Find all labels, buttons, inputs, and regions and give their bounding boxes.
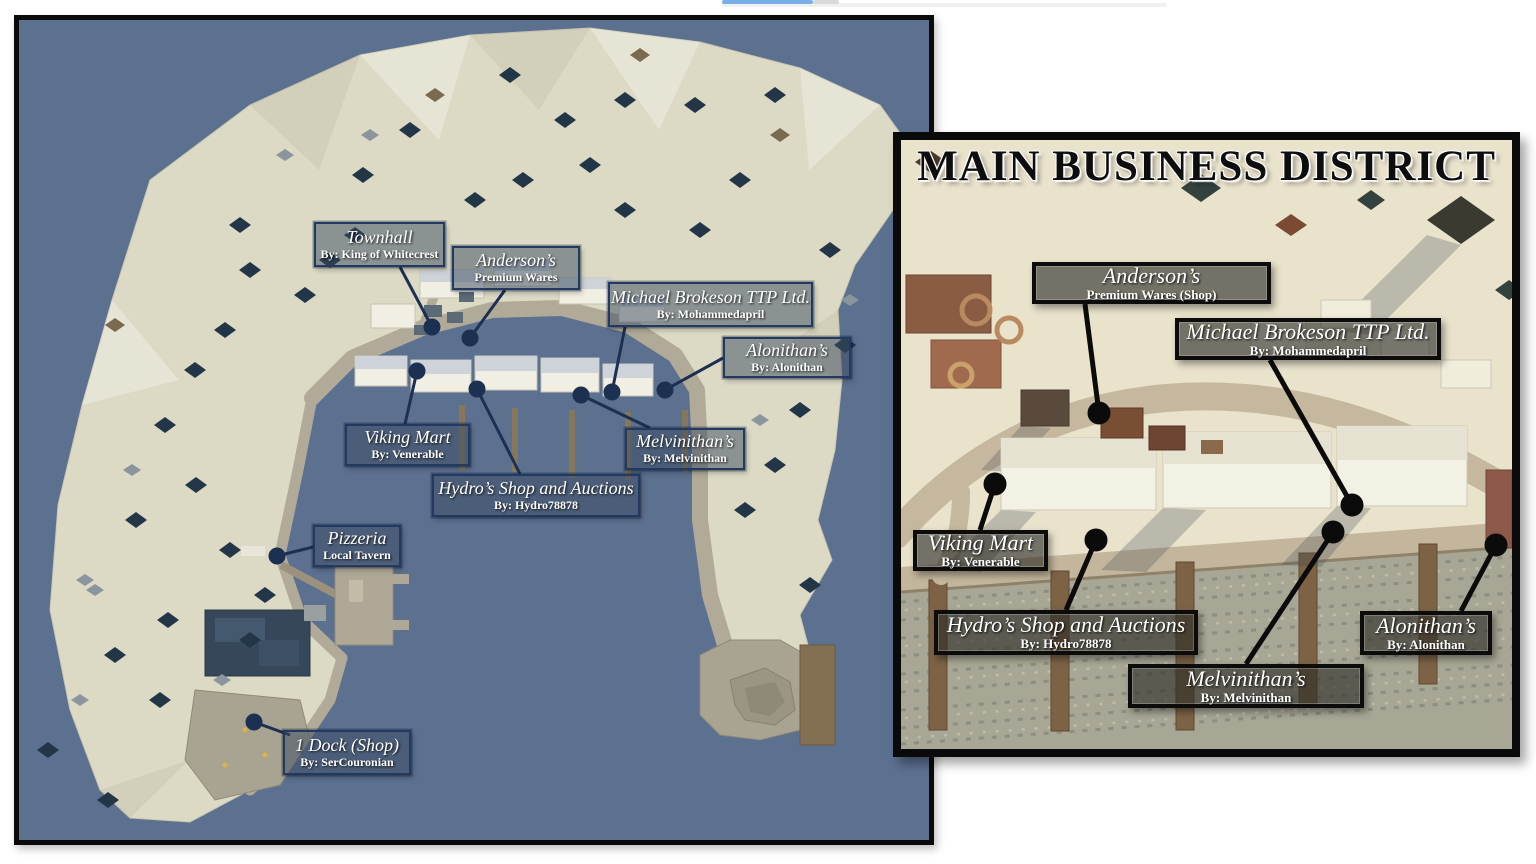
- label-subtitle: By: Melvinithan: [1200, 689, 1292, 705]
- label-subtitle: By: Alonithan: [751, 359, 823, 374]
- horizontal-scrollbar-fragment: [722, 0, 1168, 8]
- inset-label-alonithans: Alonithan’s By: Alonithan: [1360, 611, 1492, 655]
- quay-edge: [901, 545, 1512, 594]
- label-title: Michael Brokeson TTP Ltd.: [611, 286, 810, 307]
- label-subtitle: Premium Wares: [474, 270, 558, 284]
- pizzeria-dock: [241, 546, 409, 646]
- inset-title: MAIN BUSINESS DISTRICT: [917, 143, 1496, 190]
- label-subtitle: By: Alonithan: [1387, 636, 1465, 652]
- leader-inset-alonithans: [1458, 543, 1499, 613]
- label-title: Hydro’s Shop and Auctions: [946, 612, 1186, 638]
- inset-label-hydros: Hydro’s Shop and Auctions By: Hydro78878: [934, 610, 1198, 655]
- map-label-viking-mart: Viking Mart By: Venerable: [345, 424, 470, 466]
- leader-inset-andersons: [1082, 303, 1102, 414]
- label-subtitle: By: Hydro78878: [493, 497, 579, 512]
- spiral-fort: [699, 639, 836, 746]
- map-label-dock: 1 Dock (Shop) By: SerCouronian: [283, 730, 411, 775]
- dot-inset-melvinithans: [1321, 520, 1345, 544]
- label-title: Alonithan’s: [746, 339, 828, 360]
- manor-building: [204, 605, 326, 677]
- leader-inset-melvinithans: [1243, 530, 1336, 666]
- label-title: 1 Dock (Shop): [295, 734, 399, 755]
- dot-melvinithans: [572, 386, 590, 404]
- label-subtitle: By: Mohammedapril: [1249, 342, 1367, 358]
- label-title: Townhall: [346, 226, 413, 247]
- label-subtitle: By: Venerable: [371, 447, 444, 461]
- leader-andersons: [468, 289, 507, 339]
- inset-trees: [915, 151, 1512, 300]
- inset-label-viking-mart: Viking Mart By: Venerable: [913, 530, 1048, 571]
- quay-road: [901, 522, 1512, 593]
- dot-inset-hydros: [1084, 528, 1108, 552]
- label-subtitle: By: Mohammedapril: [656, 306, 765, 321]
- map-leader-lines: [245, 266, 724, 737]
- label-subtitle: By: King of Whitecrest: [320, 246, 439, 261]
- island-map-art: [19, 20, 929, 840]
- leader-alonithans: [664, 356, 724, 392]
- dot-townhall: [423, 318, 441, 336]
- south-dock: [184, 689, 311, 801]
- label-subtitle: Local Tavern: [323, 548, 391, 562]
- leader-viking-mart: [403, 370, 419, 425]
- map-label-alonithans: Alonithan’s By: Alonithan: [723, 337, 851, 378]
- inset-label-melvinithans: Melvinithan’s By: Melvinithan: [1128, 664, 1364, 708]
- dot-inset-andersons: [1087, 401, 1111, 425]
- map-label-andersons: Anderson’s Premium Wares: [452, 246, 580, 290]
- label-subtitle: Premium Wares (Shop): [1086, 286, 1217, 302]
- label-title: Viking Mart: [927, 530, 1034, 556]
- dot-pizzeria: [268, 547, 286, 565]
- label-title: Alonithan’s: [1376, 612, 1476, 638]
- terrain-facets: [82, 28, 880, 818]
- label-subtitle: By: Melvinithan: [643, 451, 727, 465]
- dot-inset-brokeson: [1340, 493, 1364, 517]
- inset-label-brokeson: Michael Brokeson TTP Ltd. By: Mohammedap…: [1175, 318, 1441, 360]
- label-subtitle: By: SerCouronian: [300, 754, 394, 769]
- dot-inset-viking-mart: [983, 472, 1007, 496]
- scrollbar-thumb[interactable]: [813, 0, 839, 4]
- dot-alonithans: [656, 381, 674, 399]
- map-label-brokeson: Michael Brokeson TTP Ltd. By: Mohammedap…: [608, 282, 813, 327]
- dot-inset-alonithans: [1484, 533, 1508, 557]
- business-district-inset-panel: MAIN BUSINESS DISTRICT Anderson’s Premiu…: [893, 132, 1520, 757]
- leader-brokeson: [610, 326, 627, 393]
- dot-dock: [245, 713, 263, 731]
- label-title: Hydro’s Shop and Auctions: [438, 477, 634, 498]
- label-title: Melvinithan’s: [636, 431, 734, 452]
- label-title: Viking Mart: [364, 427, 451, 448]
- leader-inset-hydros: [1063, 539, 1099, 611]
- dot-hydros: [468, 380, 486, 398]
- inset-rust-buildings: [905, 274, 1070, 427]
- dot-brokeson: [603, 383, 621, 401]
- dot-andersons: [461, 329, 479, 347]
- scrollbar-track: [722, 3, 1167, 7]
- scrollbar-accent-bar[interactable]: [722, 0, 813, 4]
- label-title: Michael Brokeson TTP Ltd.: [1186, 318, 1430, 344]
- leader-townhall: [398, 266, 434, 328]
- label-subtitle: By: Hydro78878: [1020, 636, 1112, 652]
- inset-label-andersons: Anderson’s Premium Wares (Shop): [1032, 262, 1271, 304]
- map-label-townhall: Townhall By: King of Whitecrest: [314, 222, 445, 267]
- inset-leader-lines: [977, 303, 1508, 666]
- map-label-hydros: Hydro’s Shop and Auctions By: Hydro78878: [432, 474, 640, 517]
- label-title: Anderson’s: [1102, 262, 1201, 288]
- dot-viking-mart: [408, 362, 426, 380]
- leader-inset-brokeson: [1267, 358, 1355, 507]
- map-label-melvinithans: Melvinithan’s By: Melvinithan: [625, 428, 745, 470]
- label-title: Anderson’s: [476, 250, 556, 271]
- label-title: Melvinithan’s: [1186, 665, 1306, 691]
- leader-melvinithans: [580, 393, 651, 430]
- leader-hydros: [475, 388, 522, 475]
- label-title: Pizzeria: [327, 528, 387, 549]
- map-label-pizzeria: Pizzeria Local Tavern: [313, 525, 401, 567]
- island-map-panel: Townhall By: King of Whitecrest Anderson…: [14, 15, 934, 845]
- label-subtitle: By: Venerable: [941, 554, 1020, 570]
